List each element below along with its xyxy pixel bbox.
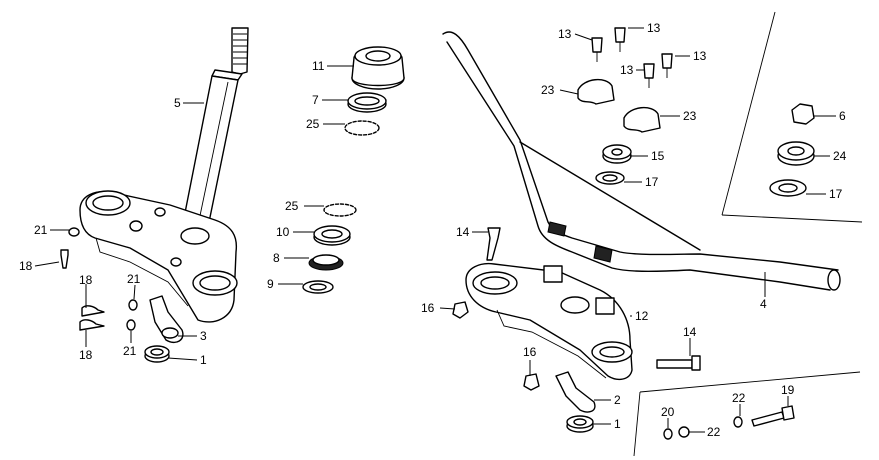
callout-19: 19 — [781, 383, 795, 397]
callout-12: 12 — [635, 309, 649, 323]
callout-21-lower: 21 — [123, 344, 137, 358]
callout-18-left: 18 — [19, 259, 33, 273]
callout-25-lower: 25 — [285, 199, 299, 213]
callout-17-mid: 17 — [645, 175, 659, 189]
callout-6: 6 — [839, 109, 846, 123]
callout-9: 9 — [267, 277, 274, 291]
callout-24: 24 — [833, 149, 847, 163]
handlebar-holders — [577, 27, 673, 133]
callout-18-lower: 18 — [79, 348, 93, 362]
callout-25-upper: 25 — [306, 117, 320, 131]
callout-4: 4 — [760, 297, 767, 311]
nut-washer-group — [595, 103, 815, 197]
callout-14-upper: 14 — [456, 225, 470, 239]
callout-18-upper: 18 — [79, 273, 93, 287]
right-small-parts — [452, 227, 701, 433]
callout-23-right: 23 — [683, 109, 697, 123]
top-bridge — [465, 262, 633, 381]
callout-22-lower: 22 — [707, 425, 721, 439]
callout-1-right: 1 — [614, 417, 621, 431]
divider-lines — [633, 11, 863, 457]
bearing-stack-lower — [302, 203, 357, 294]
callout-10: 10 — [276, 225, 290, 239]
callout-20: 20 — [661, 405, 675, 419]
callout-13-c: 13 — [620, 63, 634, 77]
bottom-bridge — [79, 190, 238, 323]
callout-2: 2 — [614, 393, 621, 407]
callout-11: 11 — [312, 59, 325, 73]
callout-7: 7 — [312, 93, 319, 107]
handlebar — [442, 31, 841, 291]
bolt-washer-group — [663, 405, 795, 440]
callout-13-d: 13 — [693, 49, 707, 63]
callout-21-left: 21 — [34, 223, 48, 237]
callout-21-upper: 21 — [127, 272, 141, 286]
callout-5: 5 — [174, 96, 181, 110]
callout-3: 3 — [200, 329, 207, 343]
callout-16-left: 16 — [421, 301, 435, 315]
left-small-parts — [60, 227, 184, 363]
callout-23-left: 23 — [541, 83, 555, 97]
bearing-stack-upper — [344, 46, 405, 136]
callout-22-upper: 22 — [732, 391, 746, 405]
callout-1-left: 1 — [200, 353, 207, 367]
callout-14-lower: 14 — [683, 325, 697, 339]
callout-13-a: 13 — [558, 27, 572, 41]
callout-8: 8 — [273, 251, 280, 265]
steering-stem — [181, 27, 249, 233]
callout-labels: 5 11 7 25 25 10 8 9 21 18 18 18 21 21 3 … — [19, 21, 847, 439]
callout-15: 15 — [651, 149, 665, 163]
callout-17-right: 17 — [829, 187, 843, 201]
callout-13-b: 13 — [647, 21, 661, 35]
leader-lines — [34, 27, 836, 433]
callout-16-lower: 16 — [523, 345, 537, 359]
